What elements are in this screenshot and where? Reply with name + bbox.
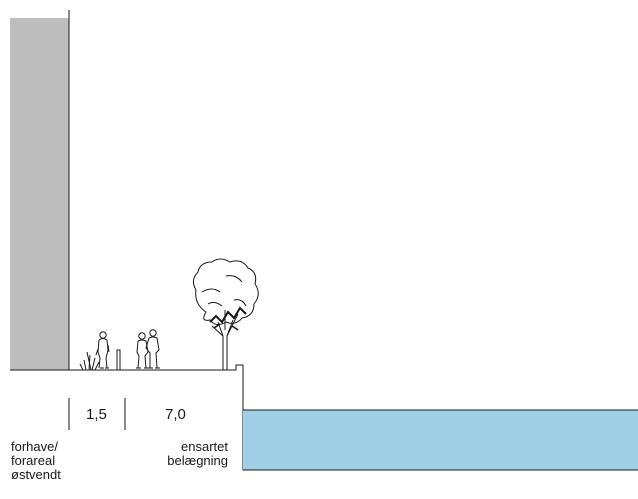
person-icon: [95, 331, 110, 369]
zone-label-line: forhave/: [11, 439, 58, 454]
zone-label-line: belægning: [167, 453, 228, 468]
zone-label-line: østvendt: [11, 467, 61, 482]
couple-icon: [136, 329, 160, 369]
zone-label-line: forareal: [11, 453, 56, 468]
tree-icon: [192, 258, 259, 370]
building-facade: [10, 18, 69, 370]
zone-label-line: ensartet: [181, 439, 228, 454]
dimension-label-paving: 7,0: [165, 406, 186, 423]
zone-label-paving: ensartet belægning: [150, 440, 228, 468]
zone-label-front-area: forhave/ forareal østvendt: [11, 440, 61, 482]
shrub-icon: [79, 351, 100, 371]
water-area: [243, 410, 638, 470]
dimension-label-front: 1,5: [86, 406, 107, 423]
bollard-icon: [116, 349, 121, 371]
